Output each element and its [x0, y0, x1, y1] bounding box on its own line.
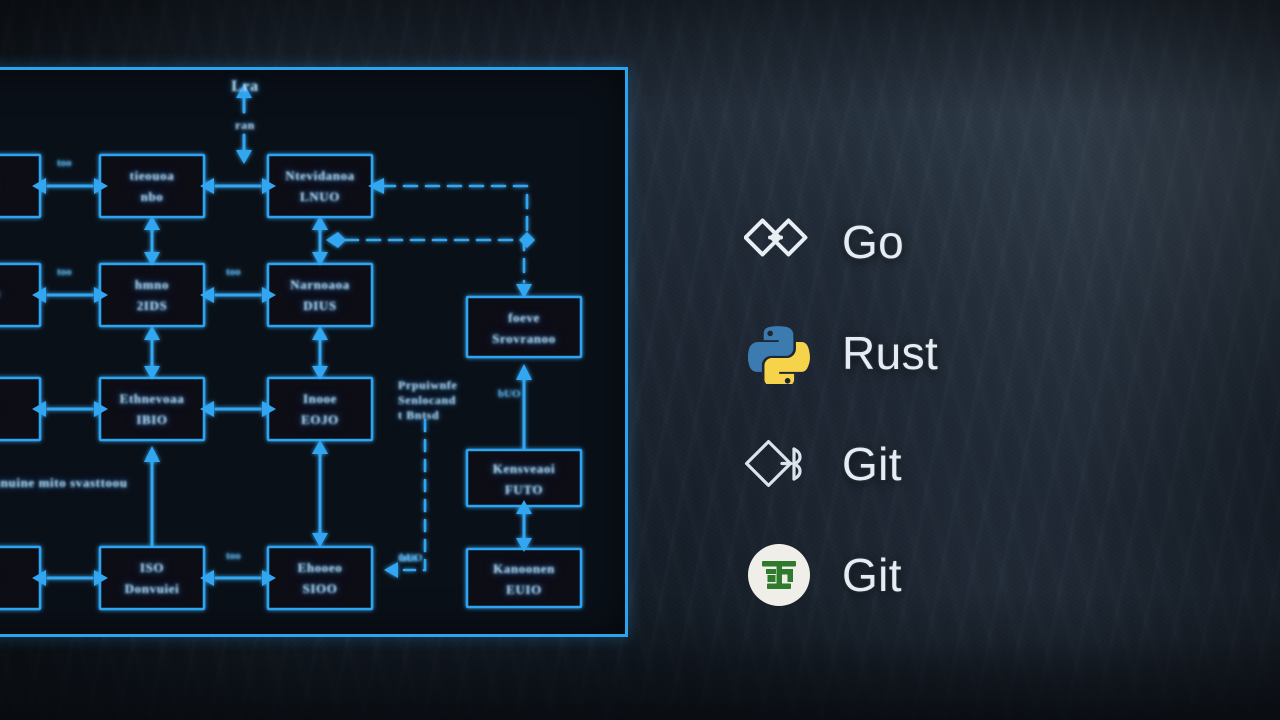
legend-item-git-branch[interactable]: Git — [744, 408, 1074, 519]
legend-label-go: Go — [842, 215, 905, 268]
python-logo-icon — [744, 318, 814, 388]
background-bottom-band — [0, 642, 1280, 720]
legend-label-rust: Rust — [842, 326, 939, 379]
git-branch-diamond-icon — [744, 429, 814, 499]
legend-item-git-badge[interactable]: Git — [744, 519, 1074, 630]
green-circle-badge-icon — [744, 540, 814, 610]
legend-item-rust[interactable]: Rust — [744, 297, 1074, 408]
legend-item-go[interactable]: Go — [744, 186, 1074, 297]
technology-legend: Go Rust — [744, 186, 1074, 630]
legend-label-git-branch: Git — [842, 437, 902, 490]
go-double-diamond-icon — [744, 207, 814, 277]
legend-label-git-badge: Git — [842, 548, 902, 601]
